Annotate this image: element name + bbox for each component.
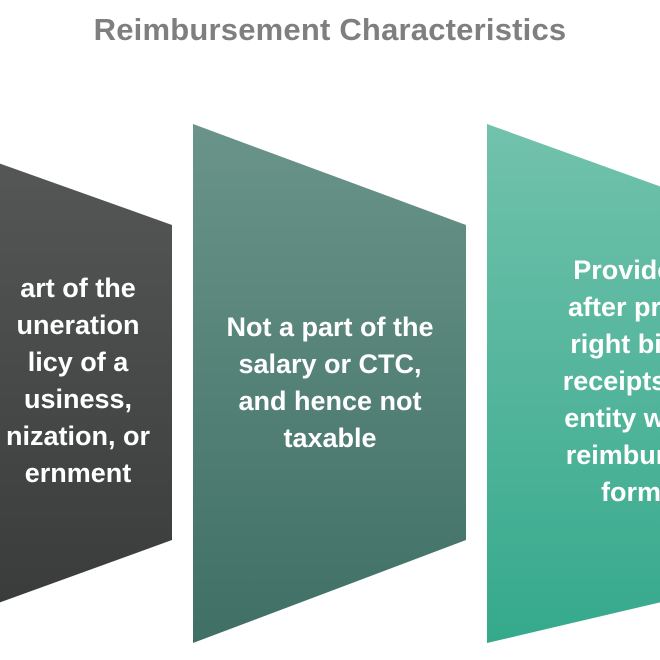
card-1-text: art of the uneration licy of a usiness, … [6,273,150,488]
card-2-text: Not a part of the salary or CTC, and hen… [226,312,434,453]
card-2-shape [193,124,466,643]
card-3-shape [487,124,660,643]
card-3-text: Provided after prod right bills receipts… [562,255,660,507]
card-1-shape [0,163,172,603]
diagram-title: Reimbursement Characteristics [93,12,567,47]
